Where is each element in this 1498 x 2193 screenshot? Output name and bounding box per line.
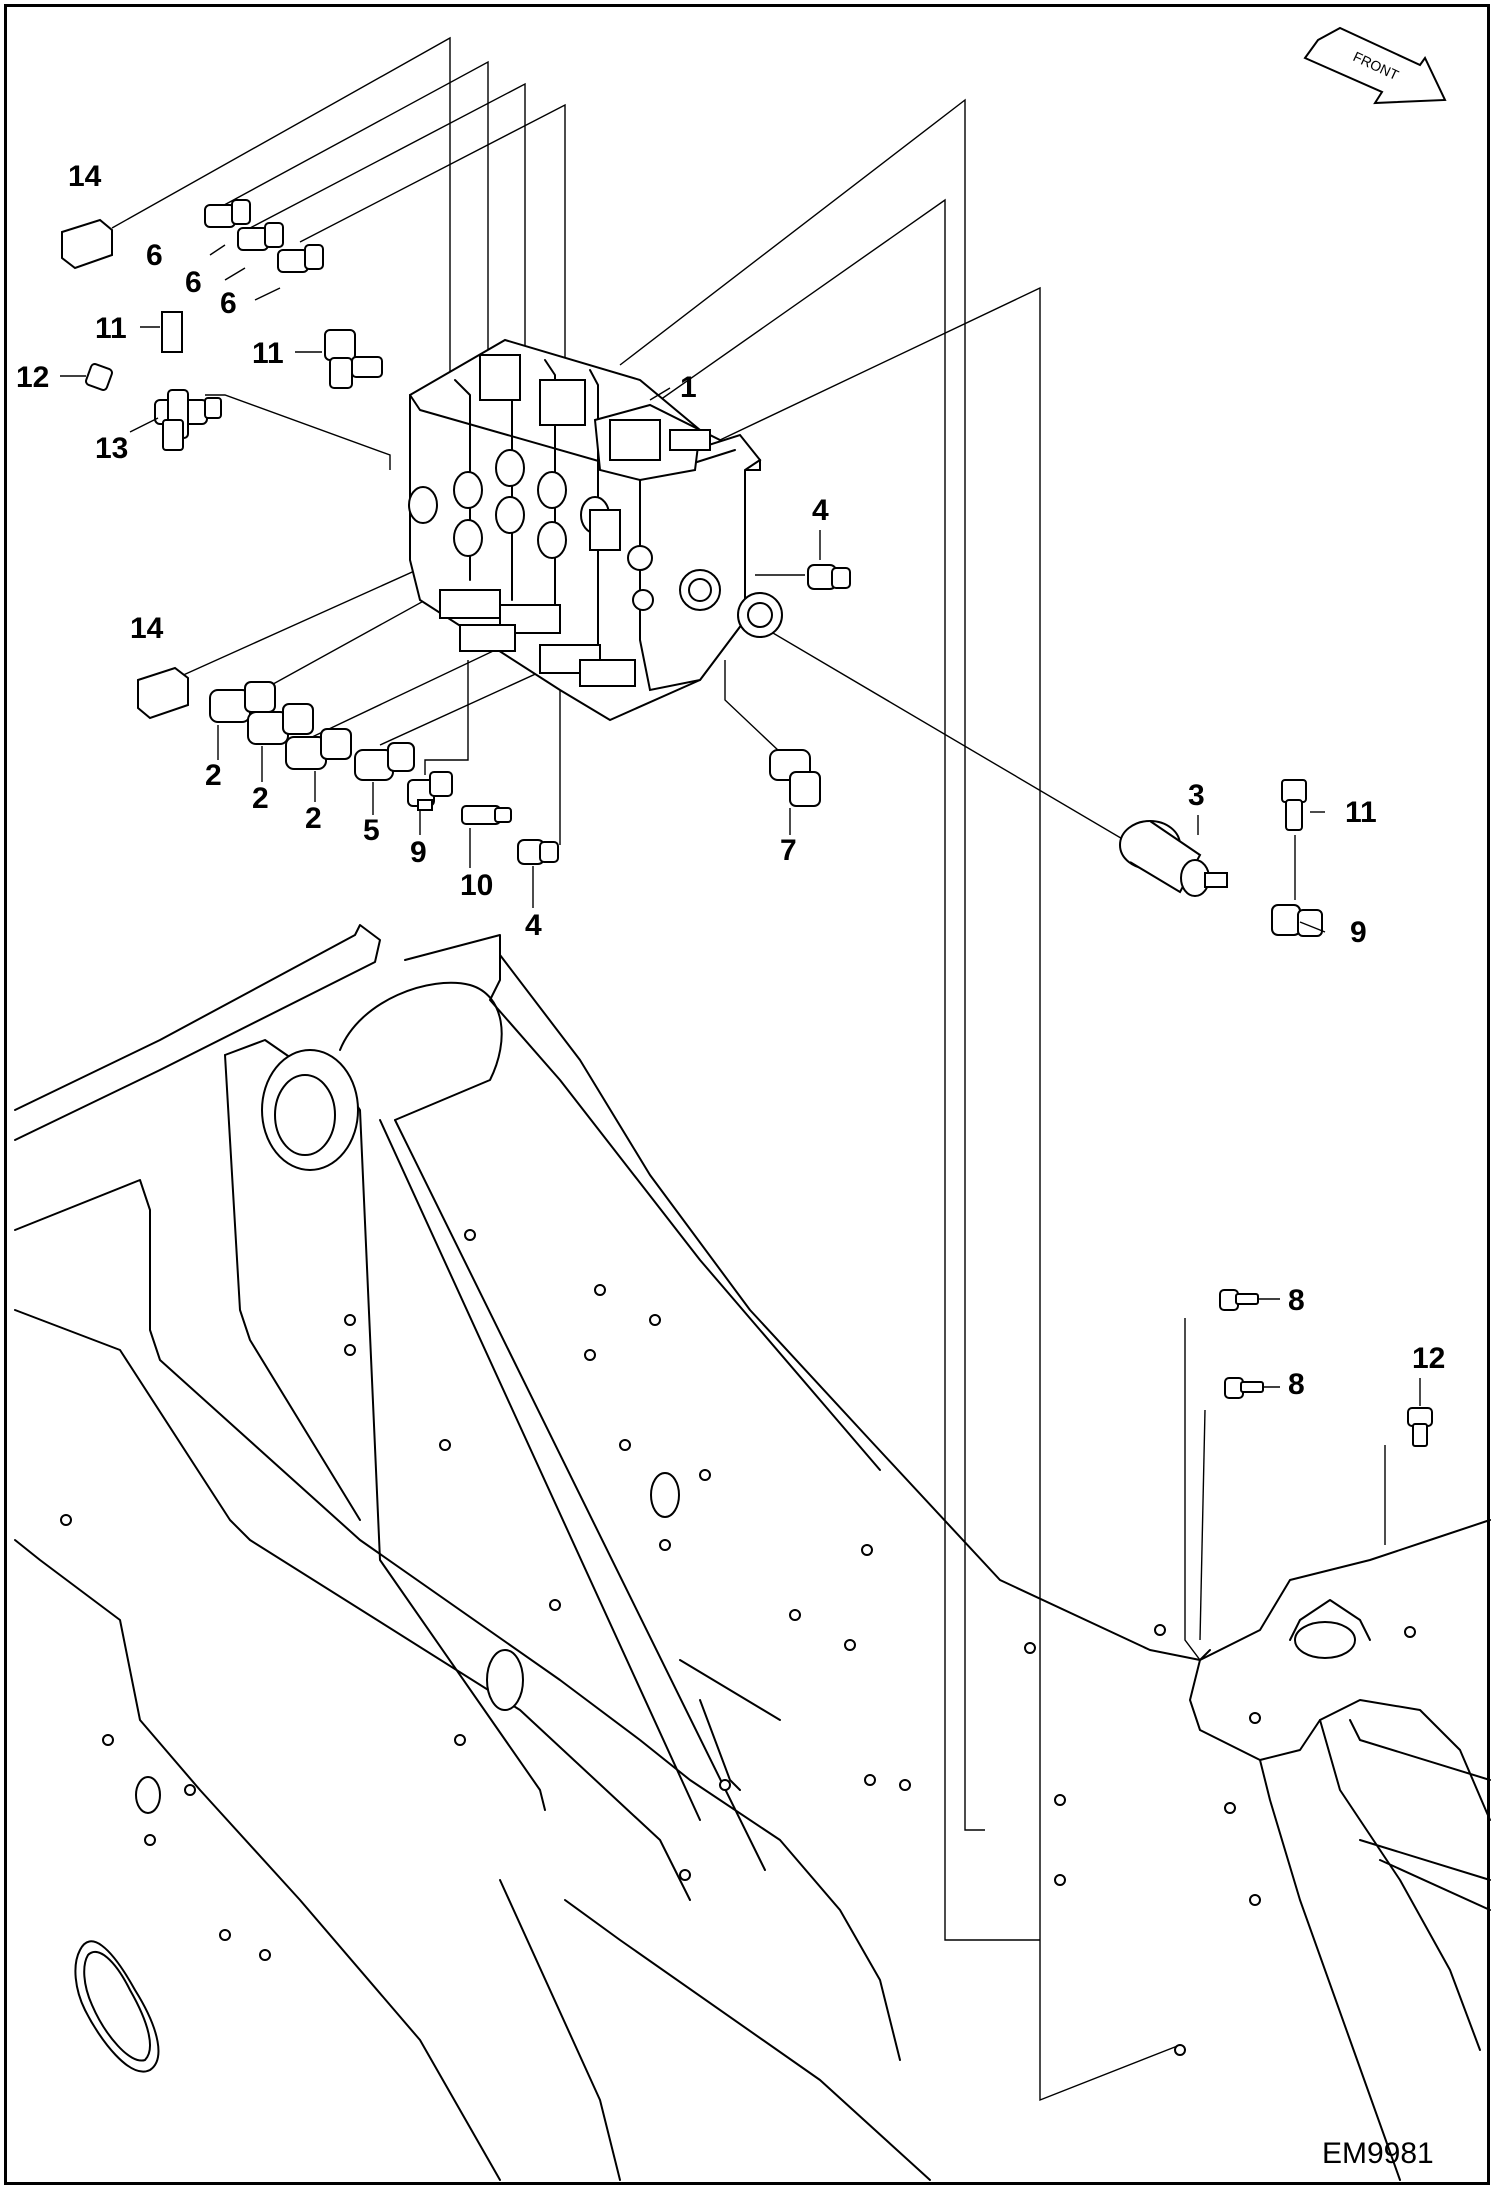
fitting-part-9-right bbox=[1281, 779, 1307, 831]
callout-14-lower: 14 bbox=[130, 612, 164, 645]
elbow-part-8-right bbox=[1271, 904, 1323, 937]
tee-part-13 bbox=[154, 389, 222, 451]
callout-labels: 14 6 6 6 11 12 11 13 1 4 14 2 2 2 5 9 10… bbox=[16, 160, 1445, 1406]
callout-2-a: 2 bbox=[205, 759, 222, 792]
callout-14-upper: 14 bbox=[68, 160, 102, 193]
adapter-part-6-b bbox=[237, 222, 284, 251]
callout-6-a: 6 bbox=[146, 239, 163, 272]
fitting-part-4-right bbox=[807, 564, 851, 590]
fitting-part-9-lower bbox=[461, 805, 512, 825]
callout-5: 5 bbox=[363, 814, 380, 847]
callout-7: 7 bbox=[780, 834, 797, 867]
adapter-part-6-c bbox=[277, 244, 324, 273]
callout-4-lower: 4 bbox=[525, 909, 542, 942]
cap-part-14-upper bbox=[61, 218, 113, 270]
cap-part-14-lower bbox=[137, 666, 189, 720]
bolt-part-11-a bbox=[1219, 1289, 1259, 1311]
frame-bolt-holes bbox=[60, 1229, 1416, 2056]
plug-part-12-side bbox=[85, 363, 113, 391]
callout-4-right: 4 bbox=[812, 494, 829, 527]
plug-part-12-top bbox=[161, 311, 183, 353]
callout-11-b: 8 bbox=[1288, 1368, 1305, 1401]
elbow-part-8-lower bbox=[407, 771, 453, 811]
figure-code: EM9981 bbox=[1322, 2137, 1434, 2170]
adapter-part-2-c bbox=[285, 728, 352, 770]
callout-1: 1 bbox=[680, 371, 697, 404]
adapter-part-6-a bbox=[204, 199, 251, 228]
fittings bbox=[61, 199, 1433, 1447]
callout-11-c: 12 bbox=[1412, 1342, 1445, 1375]
adapter-part-5 bbox=[354, 742, 415, 781]
fitting-part-7 bbox=[769, 749, 821, 807]
callout-2-b: 2 bbox=[252, 782, 269, 815]
callout-8-lower: 9 bbox=[410, 836, 427, 869]
callout-6-b: 6 bbox=[185, 266, 202, 299]
fitting-part-4-lower bbox=[517, 839, 559, 865]
front-direction-arrow: FRONT bbox=[1303, 26, 1447, 105]
callout-3: 3 bbox=[1188, 779, 1205, 812]
boom-frame bbox=[14, 924, 1491, 2181]
elbow-part-10 bbox=[324, 329, 383, 389]
callout-11-a: 8 bbox=[1288, 1284, 1305, 1317]
callout-9-right: 11 bbox=[1345, 796, 1377, 829]
control-valve-assembly bbox=[408, 338, 783, 722]
callout-12-top: 11 bbox=[95, 312, 127, 345]
callout-8-right: 9 bbox=[1350, 916, 1367, 949]
callout-9-lower: 10 bbox=[460, 869, 493, 902]
callout-10: 11 bbox=[252, 337, 284, 370]
adapter-part-2-a bbox=[209, 681, 276, 723]
callout-6-c: 6 bbox=[220, 287, 237, 320]
callout-12-side: 12 bbox=[16, 361, 49, 394]
adapter-part-2-b bbox=[247, 703, 314, 745]
leader-lines bbox=[111, 36, 1386, 2102]
callout-13: 13 bbox=[95, 432, 128, 465]
pressure-sensor-part-3 bbox=[1119, 820, 1228, 897]
bolt-part-11-c bbox=[1407, 1407, 1433, 1447]
callout-2-c: 2 bbox=[305, 802, 322, 835]
drawing-sheet bbox=[4, 4, 1490, 2185]
bolt-part-11-b bbox=[1224, 1377, 1264, 1399]
